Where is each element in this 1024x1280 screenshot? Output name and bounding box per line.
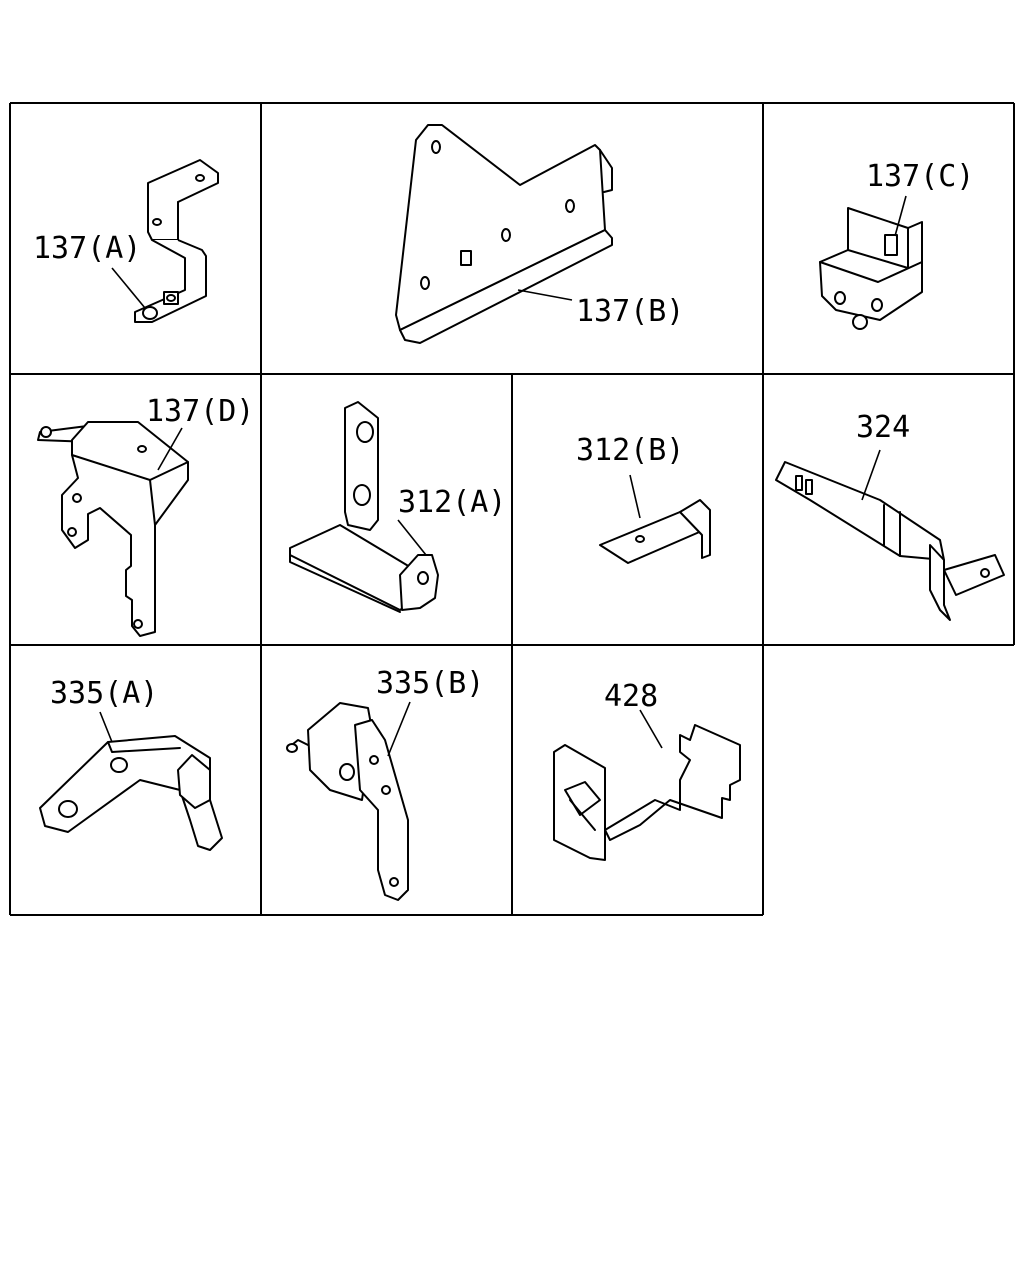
part-312b[interactable]: 312(B) xyxy=(576,433,711,564)
part-label-137b: 137(B) xyxy=(576,294,684,329)
part-label-137a: 137(A) xyxy=(33,231,141,266)
part-label-312a: 312(A) xyxy=(398,485,506,520)
part-137d[interactable]: 137(D) xyxy=(37,394,254,637)
part-137b[interactable]: 137(B) xyxy=(395,124,684,344)
part-label-324: 324 xyxy=(856,410,910,445)
part-312a[interactable]: 312(A) xyxy=(289,401,506,613)
grid-lines xyxy=(9,102,1015,916)
part-324[interactable]: 324 xyxy=(775,410,1005,621)
part-335b[interactable]: 335(B) xyxy=(286,666,484,901)
part-label-137d: 137(D) xyxy=(146,394,254,429)
part-137a[interactable]: 137(A) xyxy=(33,159,219,323)
part-label-312b: 312(B) xyxy=(576,433,684,468)
part-label-428: 428 xyxy=(604,679,658,714)
part-335a[interactable]: 335(A) xyxy=(39,676,223,851)
part-428[interactable]: 428 xyxy=(553,679,741,861)
part-label-335b: 335(B) xyxy=(376,666,484,701)
part-label-335a: 335(A) xyxy=(50,676,158,711)
part-label-137c: 137(C) xyxy=(866,159,974,194)
part-137c[interactable]: 137(C) xyxy=(819,159,974,330)
